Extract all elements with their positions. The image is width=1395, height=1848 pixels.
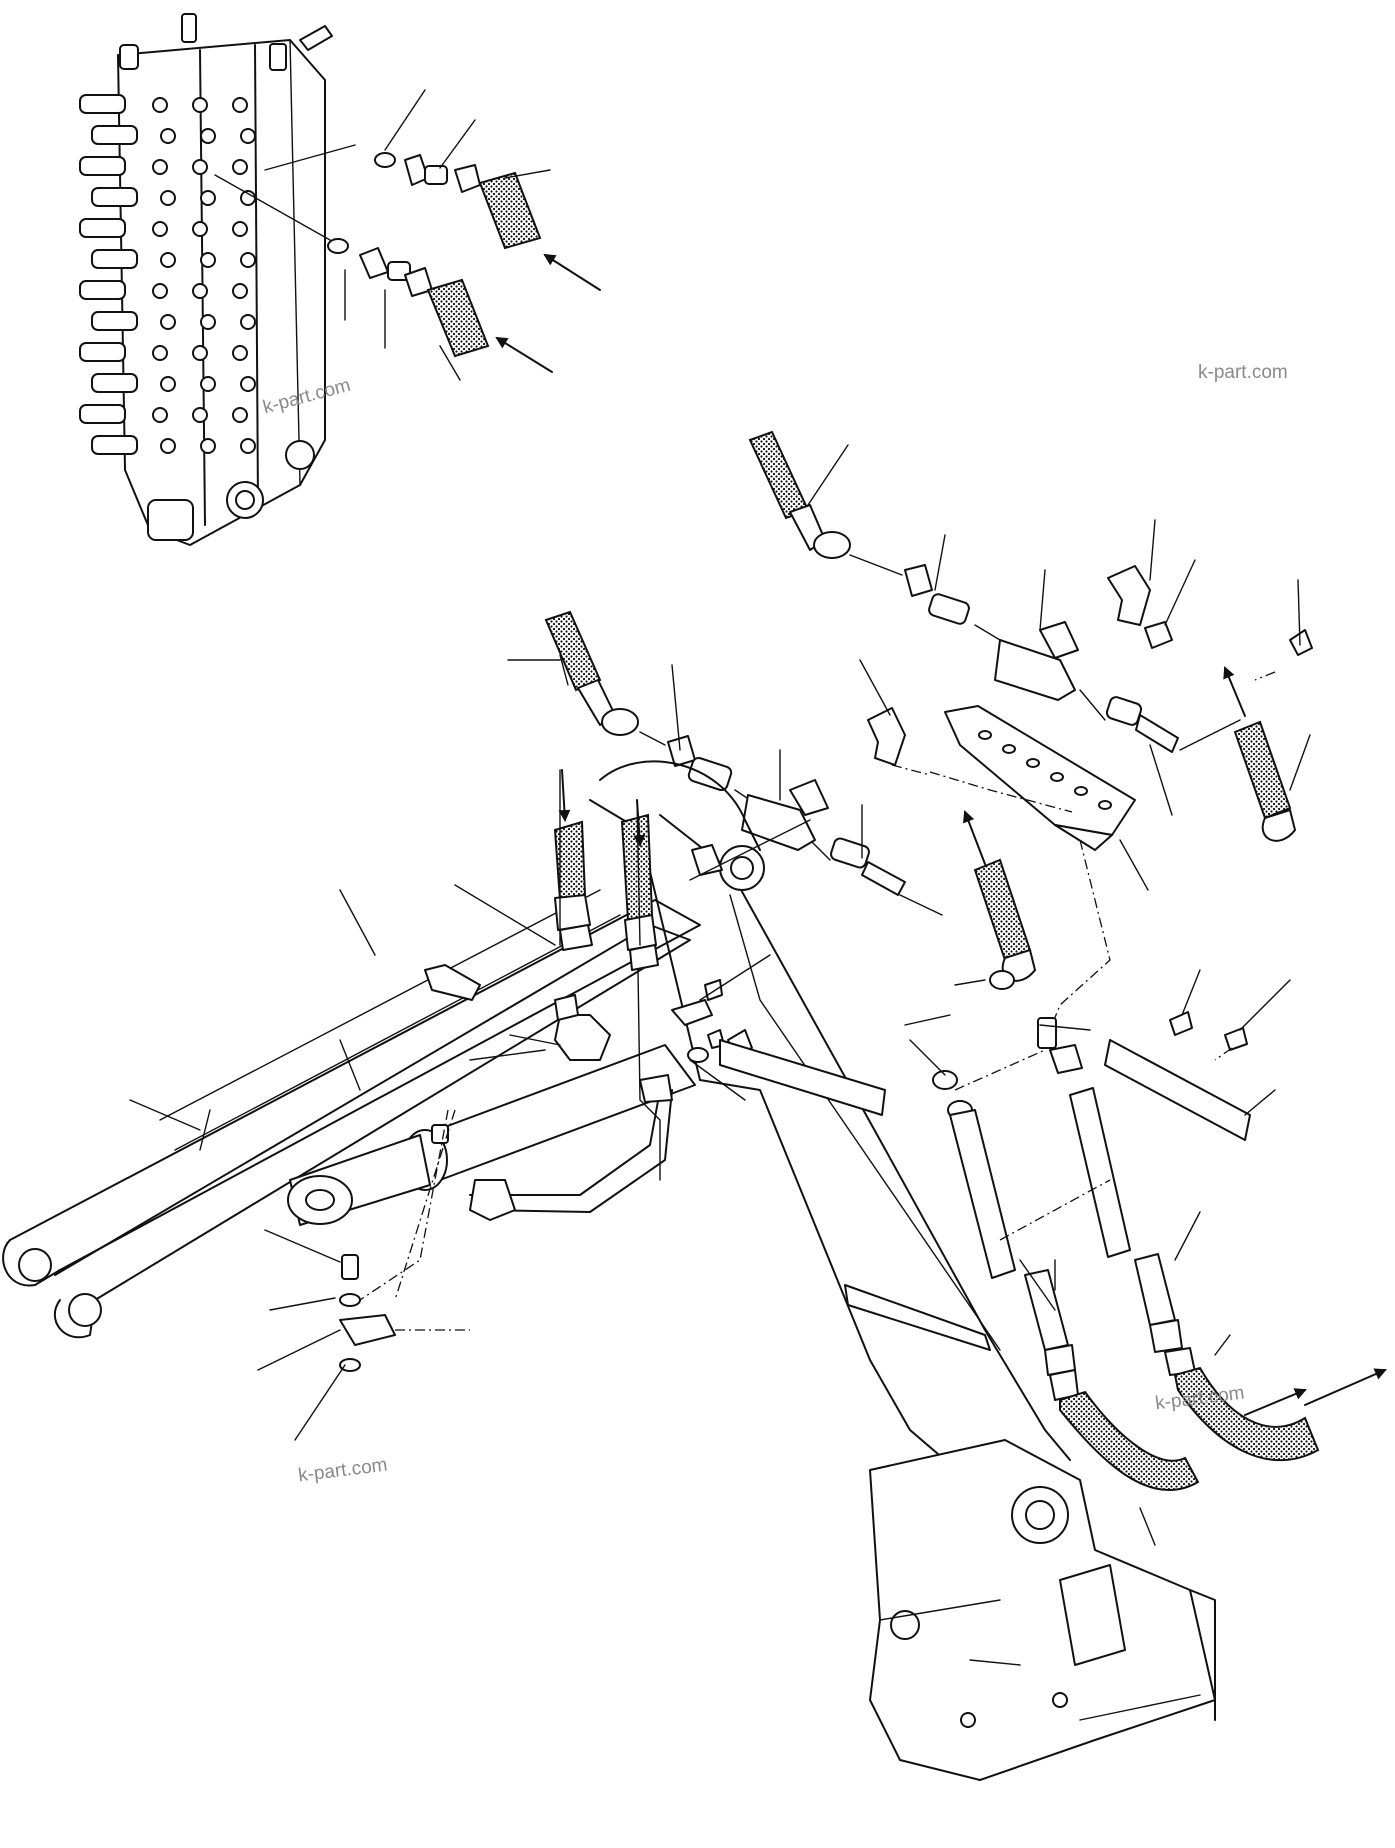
valve-port (192, 159, 208, 175)
hydraulic-cylinder (287, 1044, 696, 1301)
valve-port (240, 438, 256, 454)
boom-structure (589, 760, 1216, 1781)
leader-lines (339, 819, 1056, 1311)
valve-port (240, 128, 256, 144)
valve-fittings-upper (264, 89, 601, 291)
valve-port (160, 128, 176, 144)
valve-port (152, 159, 168, 175)
valve-port (160, 438, 176, 454)
watermark-text: k-part.com (1198, 362, 1288, 383)
valve-port (152, 283, 168, 299)
lower-left-fittings (257, 1229, 470, 1441)
middle-hose-assembly (507, 610, 1036, 990)
valve-port (152, 221, 168, 237)
valve-port (200, 252, 216, 268)
valve-spool (79, 94, 126, 114)
valve-port (152, 407, 168, 423)
valve-port (232, 283, 248, 299)
valve-port (192, 407, 208, 423)
arm-linkage (2, 889, 701, 1339)
valve-fittings-lower (214, 174, 553, 381)
bracket-hole (1002, 744, 1016, 754)
valve-port (232, 97, 248, 113)
valve-port (160, 314, 176, 330)
valve-spool (79, 404, 126, 424)
valve-spool (91, 187, 138, 207)
valve-port (240, 376, 256, 392)
bracket-hole (1074, 786, 1088, 796)
bracket-hole (1050, 772, 1064, 782)
valve-spool (79, 156, 126, 176)
valve-port (160, 376, 176, 392)
valve-spool (79, 280, 126, 300)
valve-port (152, 345, 168, 361)
valve-port (192, 221, 208, 237)
valve-port (160, 252, 176, 268)
valve-port (192, 97, 208, 113)
valve-port (200, 376, 216, 392)
valve-port (192, 283, 208, 299)
bracket-hole (978, 730, 992, 740)
valve-spool (91, 373, 138, 393)
bracket-hole (1026, 758, 1040, 768)
valve-spool (91, 125, 138, 145)
upper-hose-assembly (748, 430, 1313, 842)
valve-port (240, 252, 256, 268)
valve-port (240, 314, 256, 330)
hose-bracket (929, 705, 1149, 1031)
valve-spool (79, 342, 126, 362)
control-valve (79, 13, 333, 546)
valve-port (192, 345, 208, 361)
valve-port (232, 407, 248, 423)
valve-port (232, 345, 248, 361)
valve-port (200, 314, 216, 330)
boom-hoses (424, 769, 991, 1351)
valve-spool (91, 249, 138, 269)
valve-port (152, 97, 168, 113)
valve-port (200, 128, 216, 144)
valve-spool (91, 435, 138, 455)
valve-port (200, 438, 216, 454)
valve-spool (79, 218, 126, 238)
valve-port (232, 221, 248, 237)
bracket-hole (1098, 800, 1112, 810)
valve-port (200, 190, 216, 206)
valve-spool (91, 311, 138, 331)
valve-port (232, 159, 248, 175)
right-pipe-lines (904, 969, 1387, 1546)
valve-port (160, 190, 176, 206)
